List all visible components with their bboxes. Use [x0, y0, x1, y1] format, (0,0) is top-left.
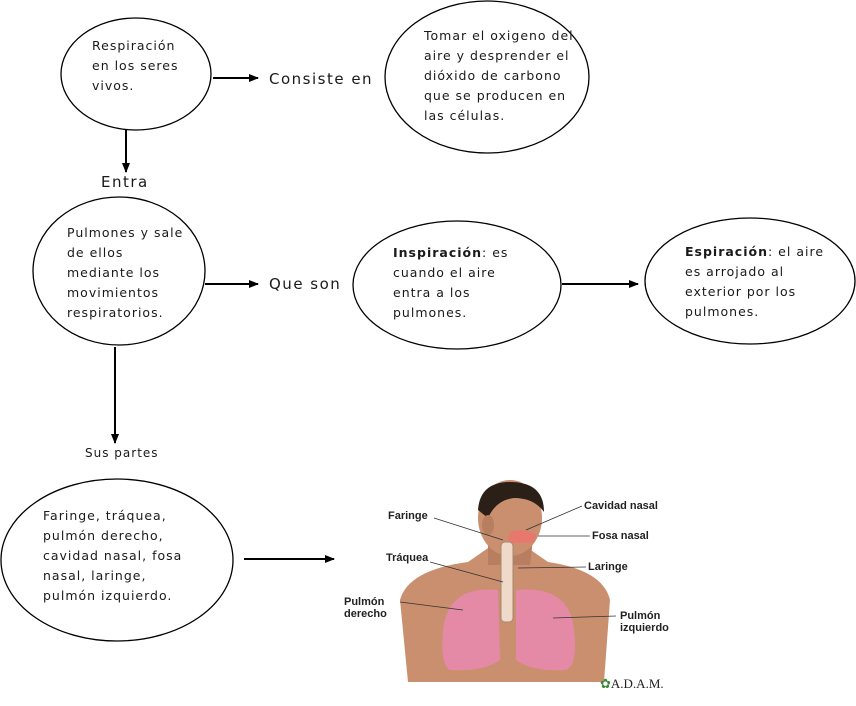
pointer-traquea — [429, 561, 504, 583]
illustration-label-laringe: Laringe — [588, 561, 628, 573]
node-definicion: Tomar el oxigeno del aire y desprender e… — [424, 28, 574, 123]
illustration-label-pulmon-derecho: Pulmón derecho — [344, 596, 387, 620]
pointer-pulmon-izquierdo — [552, 615, 617, 619]
inspiracion-text: : es cuando el aire entra a los pulmones… — [393, 245, 509, 320]
illustration-label-pulmon-izquierdo: Pulmón izquierdo — [620, 610, 669, 634]
pointer-cavidad-nasal — [525, 505, 583, 531]
node-partes: Faringe, tráquea, pulmón derecho, cavida… — [43, 508, 183, 603]
adam-logo-icon: ✿ — [600, 676, 611, 691]
inspiracion-term: Inspiración — [393, 245, 483, 260]
ellipse-pulmones — [32, 196, 206, 346]
label-consiste-en: Consiste en — [269, 70, 374, 88]
nasal-cavity-shape — [508, 530, 536, 543]
ellipse-partes — [0, 478, 234, 642]
label-sus-partes: Sus partes — [85, 446, 159, 460]
ellipse-espiracion — [644, 217, 856, 345]
illustration-label-faringe: Faringe — [388, 510, 428, 522]
right-lung-shape — [442, 589, 500, 671]
espiracion-term: Espiración — [685, 244, 768, 259]
torso-figure — [399, 480, 617, 682]
label-entra: Entra — [101, 173, 149, 191]
node-espiracion: Espiración: el aire es arrojado al exter… — [685, 242, 825, 322]
ear-shape — [482, 515, 494, 535]
ellipse-respiracion — [60, 17, 212, 131]
pointer-faringe — [433, 517, 504, 541]
illustration-label-traquea: Tráquea — [386, 552, 429, 564]
label-que-son: Que son — [269, 275, 342, 293]
illustration-label-fosa-nasal: Fosa nasal — [592, 530, 649, 542]
hair-shape — [478, 482, 544, 518]
respiratory-illustration: Faringe Tráquea Pulmón derecho Cavidad n… — [338, 470, 678, 700]
node-inspiracion: Inspiración: es cuando el aire entra a l… — [393, 243, 523, 323]
trachea-shape — [500, 541, 514, 623]
node-pulmones: Pulmones y sale de ellos mediante los mo… — [67, 225, 184, 320]
pointer-laringe — [517, 566, 587, 569]
espiracion-text: : el aire es arrojado al exterior por lo… — [685, 244, 825, 319]
left-lung-shape — [516, 589, 575, 671]
adam-credit: ✿A.D.A.M. — [600, 676, 664, 691]
ellipse-inspiracion — [352, 220, 562, 350]
pointer-pulmon-derecho — [399, 601, 464, 611]
node-respiracion: Respiración en los seres vivos. — [92, 38, 179, 93]
illustration-label-cavidad-nasal: Cavidad nasal — [584, 500, 658, 512]
adam-credit-text: A.D.A.M. — [610, 676, 664, 691]
ellipse-definicion — [384, 0, 590, 154]
